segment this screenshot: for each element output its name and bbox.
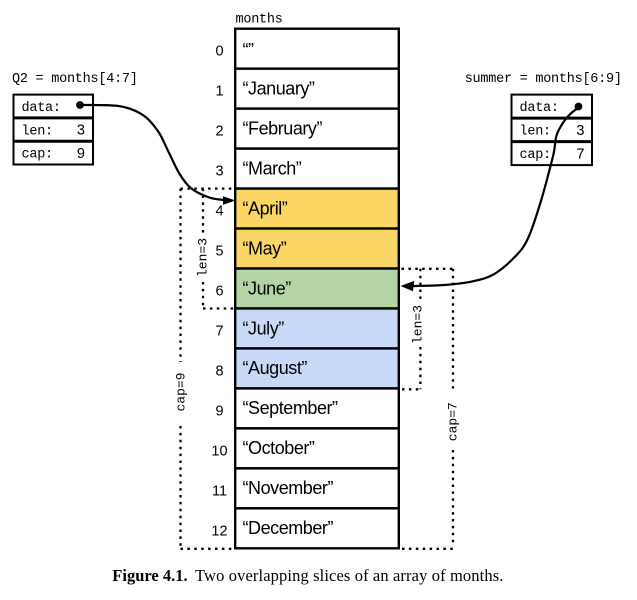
svg-text:3: 3 bbox=[77, 123, 85, 139]
svg-text:5: 5 bbox=[215, 244, 223, 260]
svg-text:“November”: “November” bbox=[243, 478, 334, 498]
svg-text:10: 10 bbox=[211, 443, 227, 459]
svg-text:9: 9 bbox=[77, 146, 85, 162]
svg-text:cap:: cap: bbox=[22, 148, 53, 163]
svg-text:“September”: “September” bbox=[243, 398, 339, 418]
svg-text:cap:: cap: bbox=[520, 148, 551, 163]
svg-text:len:: len: bbox=[22, 124, 53, 139]
svg-text:data:: data: bbox=[22, 101, 61, 116]
svg-text:“June”: “June” bbox=[243, 278, 292, 298]
svg-text:“January”: “January” bbox=[243, 79, 315, 99]
svg-text:“May”: “May” bbox=[243, 238, 287, 258]
svg-text:12: 12 bbox=[211, 523, 227, 539]
svg-text:“July”: “July” bbox=[243, 318, 285, 338]
svg-text:Figure 4.1.: Figure 4.1. bbox=[112, 566, 187, 585]
svg-text:2: 2 bbox=[215, 124, 223, 140]
svg-text:cap=7: cap=7 bbox=[446, 402, 461, 441]
svg-text:months: months bbox=[236, 13, 283, 28]
svg-text:3: 3 bbox=[576, 123, 584, 139]
svg-text:7: 7 bbox=[576, 147, 584, 163]
svg-text:cap=9: cap=9 bbox=[174, 372, 189, 411]
svg-text:11: 11 bbox=[212, 483, 227, 499]
svg-text:Q2 = months[4:7]: Q2 = months[4:7] bbox=[12, 72, 138, 87]
svg-text:len=3: len=3 bbox=[196, 238, 211, 277]
svg-text:7: 7 bbox=[215, 324, 223, 340]
svg-text:“December”: “December” bbox=[243, 518, 334, 538]
svg-text:data:: data: bbox=[520, 101, 559, 116]
svg-text:“April”: “April” bbox=[243, 198, 288, 218]
svg-text:9: 9 bbox=[215, 403, 223, 419]
svg-text:1: 1 bbox=[215, 84, 223, 100]
svg-text:“October”: “October” bbox=[243, 438, 315, 458]
svg-text:“August”: “August” bbox=[243, 358, 308, 378]
svg-text:4: 4 bbox=[215, 204, 223, 220]
svg-text:len:: len: bbox=[520, 125, 551, 140]
svg-text:“March”: “March” bbox=[243, 158, 302, 178]
svg-text:6: 6 bbox=[215, 284, 223, 300]
svg-text:“”: “” bbox=[243, 40, 255, 60]
svg-text:“February”: “February” bbox=[243, 118, 323, 138]
svg-text:len=3: len=3 bbox=[411, 305, 426, 344]
svg-text:3: 3 bbox=[215, 164, 223, 180]
svg-text:0: 0 bbox=[215, 44, 223, 60]
svg-text:summer = months[6:9]: summer = months[6:9] bbox=[465, 72, 622, 87]
svg-text:8: 8 bbox=[215, 363, 223, 379]
svg-text:Two overlapping slices of an a: Two overlapping slices of an array of mo… bbox=[195, 566, 504, 585]
